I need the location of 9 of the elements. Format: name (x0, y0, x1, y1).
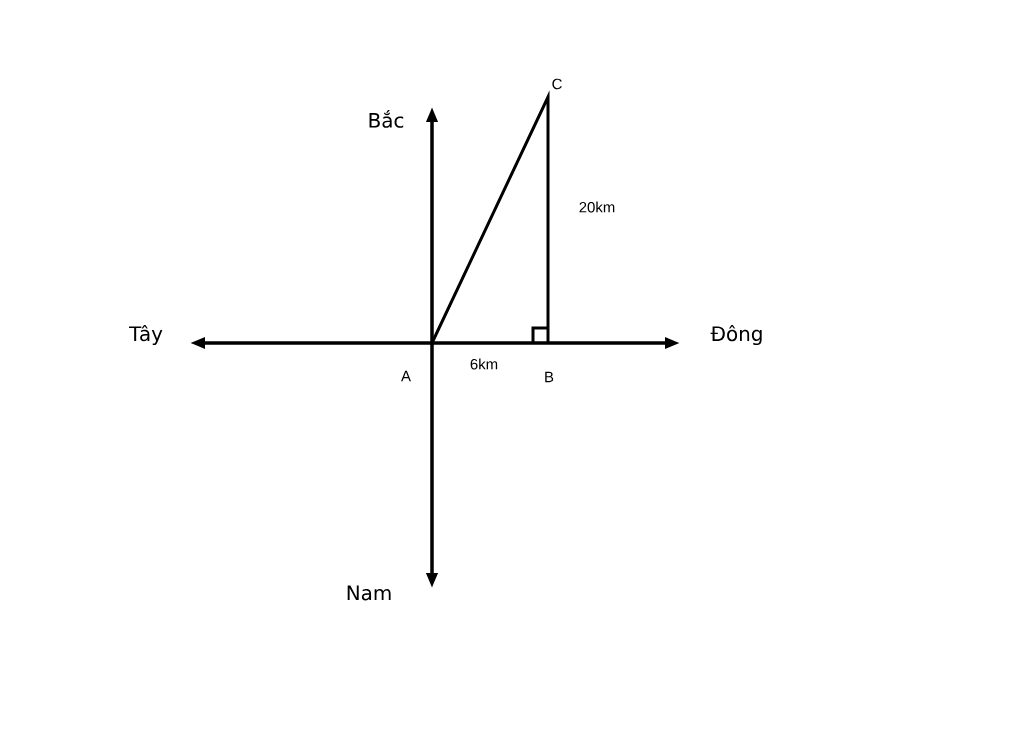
length-label: 20km (579, 201, 615, 213)
vertex-label: B (545, 371, 554, 383)
direction-label: Tây (129, 324, 163, 346)
direction-label: Đông (710, 324, 762, 346)
vertex-label: A (401, 370, 411, 382)
length-label: 6km (470, 358, 498, 370)
direction-label: Bắc (369, 110, 404, 128)
vertex-label: C (552, 78, 562, 90)
direction-label: Nam (347, 585, 391, 601)
